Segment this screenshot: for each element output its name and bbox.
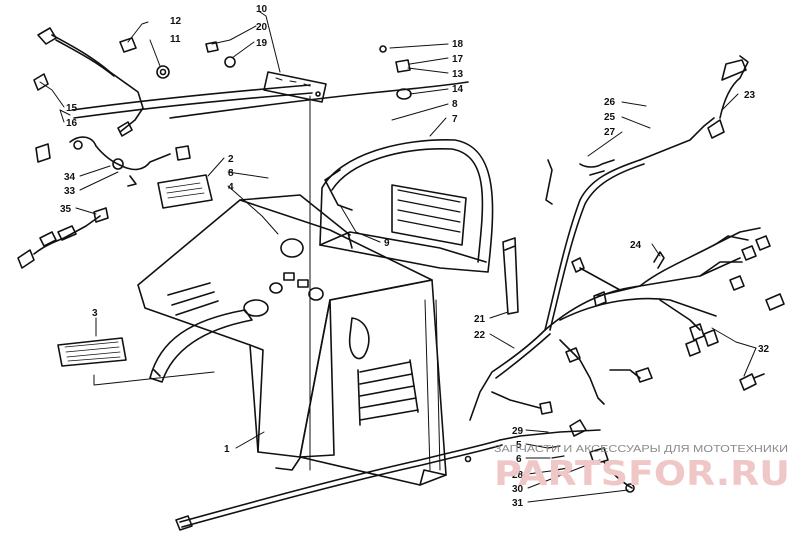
callout-24: 24 (630, 240, 642, 251)
callout-15: 15 (66, 103, 78, 114)
callout-18: 18 (452, 39, 464, 50)
callout-2: 2 (228, 154, 234, 165)
harness-left (17, 136, 191, 269)
callout-4: 4 (228, 182, 234, 193)
callout-9: 9 (384, 238, 390, 249)
callout-35: 35 (60, 204, 72, 215)
support-post (502, 237, 519, 315)
wiring-harness (469, 55, 785, 421)
callout-19: 19 (256, 38, 268, 49)
callout-12: 12 (170, 16, 182, 27)
callout-13: 13 (452, 69, 464, 80)
decal-3 (57, 337, 127, 367)
callout-28: 28 (512, 470, 524, 481)
cable-assembly (33, 27, 144, 137)
callout-5: 5 (516, 440, 522, 451)
callout-25: 25 (604, 112, 616, 123)
ground-wire (175, 419, 635, 531)
callout-8-mid: 8 (228, 168, 234, 179)
callout-30: 30 (512, 484, 524, 495)
callout-11: 11 (170, 34, 181, 45)
callout-26: 26 (604, 97, 616, 108)
callout-22: 22 (474, 330, 486, 341)
callout-29: 29 (512, 426, 524, 437)
watermark: PARTSFOR.RU ЗАПЧАСТИ И АКСЕССУАРЫ ДЛЯ МО… (494, 444, 790, 494)
callout-20: 20 (256, 22, 268, 33)
small-parts-19-20 (205, 41, 236, 68)
callout-21: 21 (474, 314, 486, 325)
callout-17: 17 (452, 54, 464, 65)
long-cable (71, 81, 469, 119)
callout-1: 1 (224, 444, 230, 455)
decal-2 (157, 174, 213, 209)
watermark-caption: ЗАПЧАСТИ И АКСЕССУАРЫ ДЛЯ МОТОТЕХНИКИ (494, 444, 788, 455)
callout-10: 10 (256, 4, 268, 15)
console-body (137, 169, 447, 486)
callout-6: 6 (516, 454, 522, 465)
callout-7: 7 (452, 114, 458, 125)
leader-lines (39, 11, 757, 503)
callout-32: 32 (758, 344, 770, 355)
callout-14: 14 (452, 84, 464, 95)
callout-31: 31 (512, 498, 524, 509)
switch-12-11 (119, 37, 170, 79)
callout-labels: 12 11 10 20 19 18 17 13 14 8 7 26 25 27 … (60, 4, 770, 509)
callout-16: 16 (66, 118, 78, 129)
callout-8-top: 8 (452, 99, 458, 110)
callout-33: 33 (64, 186, 76, 197)
deflector (149, 309, 253, 383)
callout-27: 27 (604, 127, 616, 138)
callout-3: 3 (92, 308, 98, 319)
watermark-brand: PARTSFOR.RU (494, 454, 790, 494)
callout-34: 34 (64, 172, 76, 183)
upper-panel (319, 139, 494, 273)
callout-23: 23 (744, 90, 756, 101)
